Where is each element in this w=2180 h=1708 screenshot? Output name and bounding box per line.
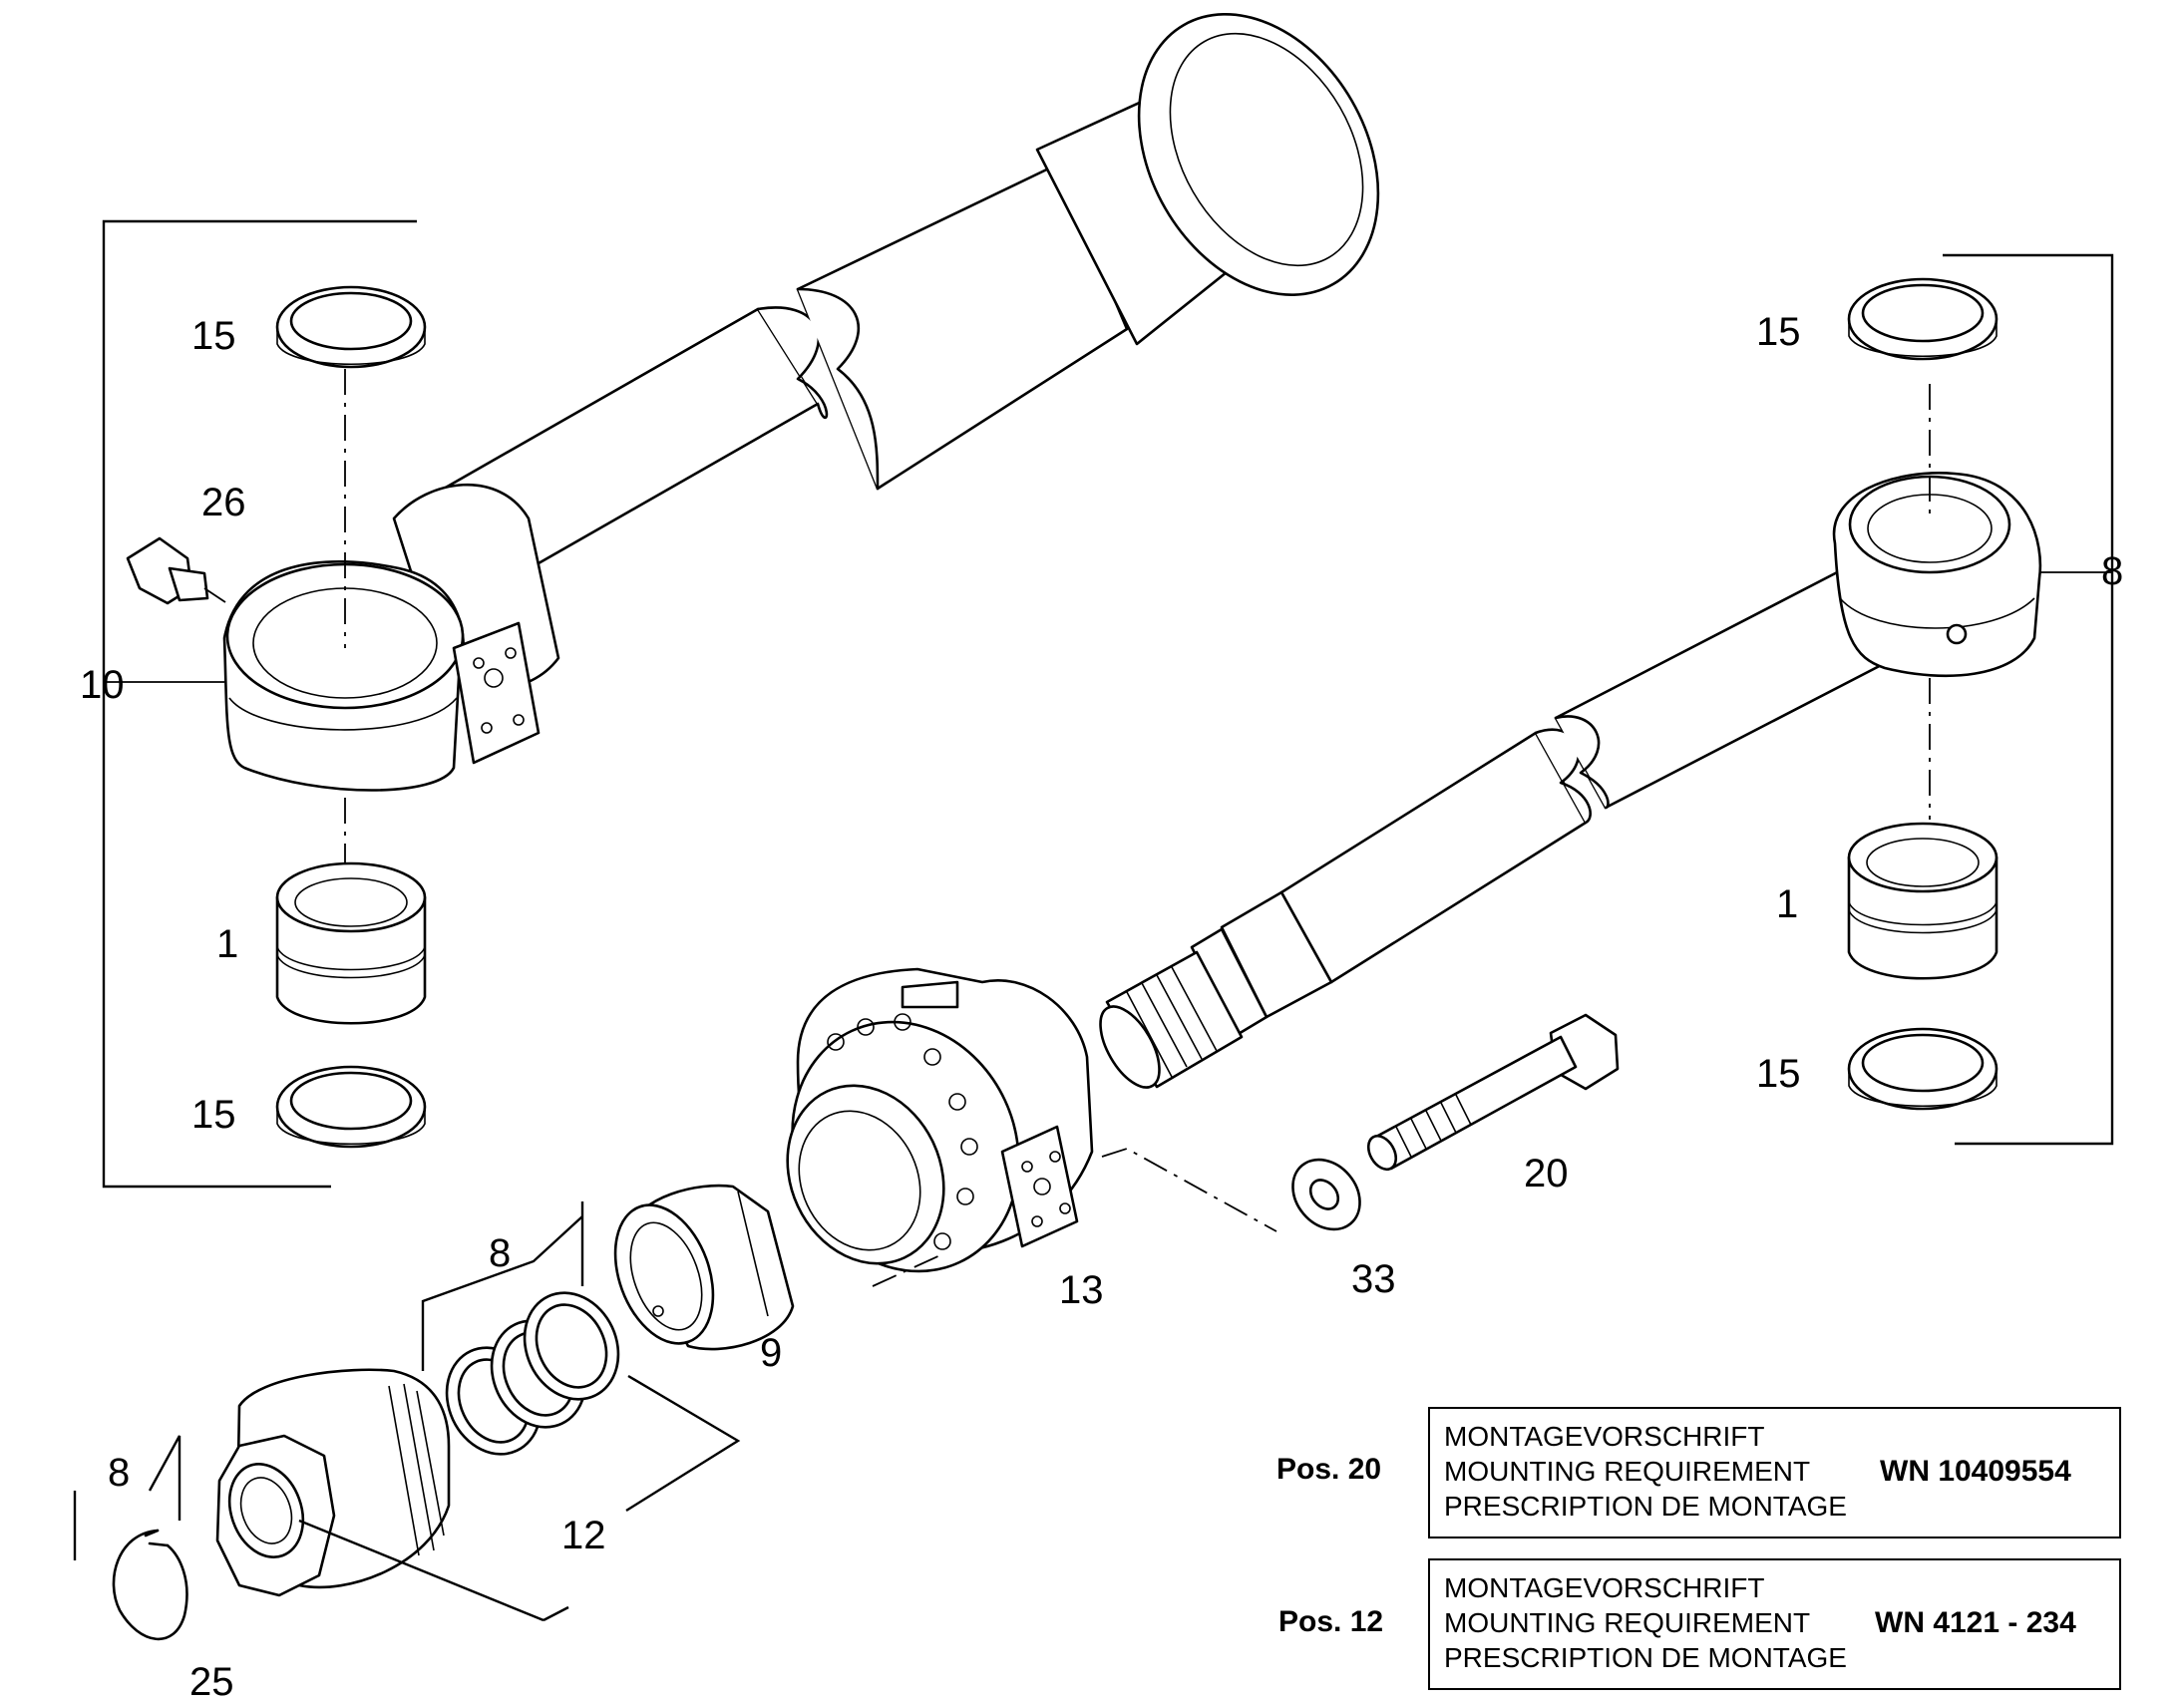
requirement-pos-label: Pos. 20 [1276, 1453, 1381, 1486]
callout-13: 13 [1059, 1268, 1104, 1312]
piston-rod [1099, 472, 2042, 1089]
left-group-bracket [102, 219, 417, 1189]
bolt-part [1366, 1013, 1620, 1172]
callout-8-seals: 8 [489, 1231, 511, 1275]
requirement-line-en: MOUNTING REQUIREMENT [1444, 1456, 1810, 1487]
callout-26: 26 [201, 481, 246, 524]
left-bushing-part [275, 861, 427, 1025]
requirement-box [1428, 1407, 2121, 1538]
requirement-wn-code: WN 10409554 [1880, 1455, 2071, 1488]
requirement-line-fr: PRESCRIPTION DE MONTAGE [1444, 1491, 1847, 1522]
callout-25: 25 [189, 1660, 234, 1704]
circlip-bracket-8 [73, 1435, 182, 1560]
cylinder-tube [222, 13, 1380, 792]
piston-seal-rings [445, 1291, 620, 1456]
circlip-part [112, 1529, 188, 1641]
requirement-block-pos-20: Pos. 20 MONTAGEVORSCHRIFT MOUNTING REQUI… [1276, 1407, 2121, 1538]
right-group-bracket [1943, 253, 2114, 1146]
piston-axis-lower [872, 1253, 943, 1287]
callout-8-circlip: 8 [108, 1451, 130, 1495]
requirement-line-de: MONTAGEVORSCHRIFT [1444, 1421, 1764, 1452]
requirement-block-pos-12: Pos. 12 MONTAGEVORSCHRIFT MOUNTING REQUI… [1278, 1558, 2121, 1690]
callout-15-right-top: 15 [1756, 310, 1801, 354]
callout-15-left-top: 15 [191, 314, 236, 358]
callout-9: 9 [760, 1331, 782, 1375]
requirement-line-en: MOUNTING REQUIREMENT [1444, 1607, 1810, 1638]
guide-bushing-part [613, 1184, 795, 1351]
callout-15-right-bottom: 15 [1756, 1052, 1801, 1096]
left-seal-ring-top [275, 285, 427, 369]
requirement-line-de: MONTAGEVORSCHRIFT [1444, 1572, 1764, 1603]
callout-12: 12 [561, 1514, 606, 1557]
requirement-line-fr: PRESCRIPTION DE MONTAGE [1444, 1642, 1847, 1673]
piston-part [786, 967, 1094, 1273]
right-seal-ring-top [1847, 277, 1998, 361]
right-bushing-part [1847, 822, 1998, 980]
callout-1-right: 1 [1776, 882, 1798, 926]
callout-20: 20 [1524, 1152, 1569, 1196]
requirement-pos-label: Pos. 12 [1278, 1605, 1383, 1638]
callout-8-right: 8 [2101, 549, 2123, 593]
seal-bracket-12 [298, 1374, 741, 1622]
piston-axis-to-washer [1101, 1148, 1277, 1232]
right-seal-ring-bottom [1847, 1027, 1998, 1111]
requirement-box [1428, 1558, 2121, 1690]
callout-1-left: 1 [216, 922, 238, 966]
requirement-wn-code: WN 4121 - 234 [1875, 1606, 2076, 1639]
washer-part [1291, 1158, 1361, 1231]
seal-bracket-8 [421, 1201, 584, 1371]
left-seal-ring-bottom [275, 1065, 427, 1149]
piston-nut-part [215, 1368, 451, 1597]
callout-15-left-bottom: 15 [191, 1093, 236, 1137]
grease-nipple-part [126, 536, 226, 605]
callout-10: 10 [80, 663, 125, 707]
callout-33: 33 [1351, 1257, 1396, 1301]
